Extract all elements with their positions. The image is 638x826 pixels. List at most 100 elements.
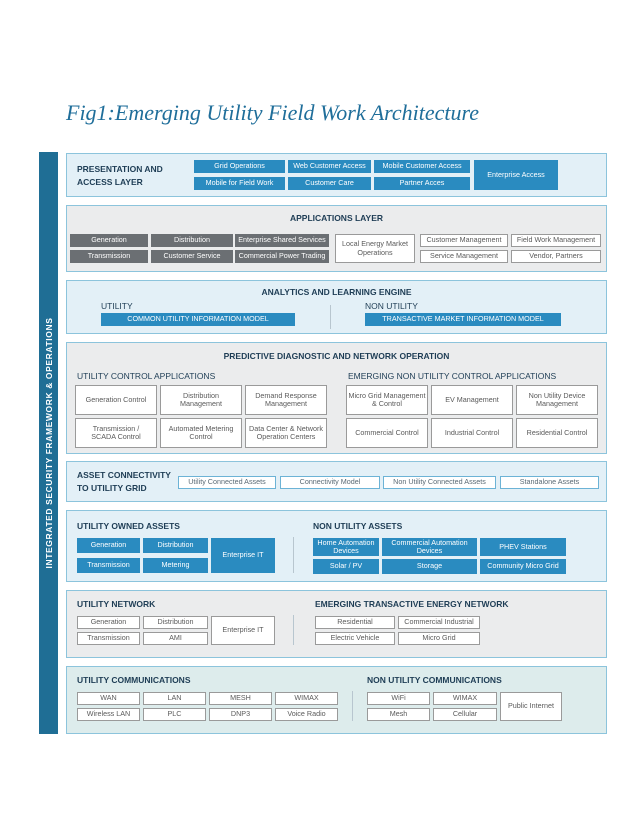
owned-metering-box: Metering [143, 558, 208, 573]
app-customer-service-box: Customer Service [151, 250, 233, 263]
residential-box: Residential [315, 616, 395, 629]
communications-panel: UTILITY COMMUNICATIONS NON UTILITY COMMU… [66, 666, 607, 734]
presentation-layer-panel: PRESENTATION AND ACCESS LAYER Grid Opera… [66, 153, 607, 197]
analytics-utility-label: UTILITY [101, 301, 133, 311]
local-energy-market-box: Local Energy Market Operations [335, 234, 415, 263]
micro-grid-management-box: Micro Grid Management & Control [346, 385, 428, 415]
data-center-box: Data Center & Network Operation Centers [245, 418, 327, 448]
grid-operations-box: Grid Operations [194, 160, 285, 173]
electric-vehicle-box: Electric Vehicle [315, 632, 395, 645]
owned-assets-panel: UTILITY OWNED ASSETS NON UTILITY ASSETS … [66, 510, 607, 582]
industrial-control-box: Industrial Control [431, 418, 513, 448]
asset-connectivity-panel: ASSET CONNECTIVITY TO UTILITY GRID Utili… [66, 461, 607, 502]
network-enterprise-it-box: Enterprise IT [211, 616, 275, 645]
security-framework-sidebar: INTEGRATED SECURITY FRAMEWORK & OPERATIO… [39, 152, 58, 734]
commercial-automation-box: Commercial Automation Devices [382, 538, 477, 556]
analytics-divider [330, 305, 331, 329]
owned-transmission-box: Transmission [77, 558, 140, 573]
network-generation-box: Generation [77, 616, 140, 629]
cellular-box: Cellular [433, 708, 497, 721]
non-utility-assets-header: NON UTILITY ASSETS [313, 521, 403, 531]
web-customer-access-box: Web Customer Access [288, 160, 371, 173]
non-utility-mesh-box: Mesh [367, 708, 430, 721]
network-distribution-box: Distribution [143, 616, 208, 629]
generation-control-box: Generation Control [75, 385, 157, 415]
transactive-market-model-box: TRANSACTIVE MARKET INFORMATION MODEL [365, 313, 561, 326]
applications-header: APPLICATIONS LAYER [289, 213, 384, 223]
service-management-box: Service Management [420, 250, 508, 263]
customer-management-box: Customer Management [420, 234, 508, 247]
non-utility-device-box: Non Utility Device Management [516, 385, 598, 415]
utility-communications-header: UTILITY COMMUNICATIONS [77, 675, 191, 685]
connectivity-model-box: Connectivity Model [280, 476, 380, 489]
non-utility-communications-header: NON UTILITY COMMUNICATIONS [367, 675, 502, 685]
ev-management-box: EV Management [431, 385, 513, 415]
mobile-field-work-box: Mobile for Field Work [194, 177, 285, 190]
residential-control-box: Residential Control [516, 418, 598, 448]
utility-control-apps-label: UTILITY CONTROL APPLICATIONS [77, 371, 216, 381]
wan-box: WAN [77, 692, 140, 705]
home-automation-box: Home Automation Devices [313, 538, 379, 556]
applications-layer-panel: APPLICATIONS LAYER Generation Distributi… [66, 205, 607, 272]
vendor-partners-box: Vendor, Partners [511, 250, 601, 263]
predictive-header: PREDICTIVE DIAGNOSTIC AND NETWORK OPERAT… [223, 351, 450, 361]
non-utility-connected-assets-box: Non Utility Connected Assets [383, 476, 496, 489]
customer-care-box: Customer Care [288, 177, 371, 190]
sidebar-label: INTEGRATED SECURITY FRAMEWORK & OPERATIO… [43, 317, 54, 569]
distribution-management-box: Distribution Management [160, 385, 242, 415]
partner-access-box: Partner Acces [374, 177, 470, 190]
community-micro-grid-box: Community Micro Grid [480, 559, 566, 574]
enterprise-shared-services-box: Enterprise Shared Services [235, 234, 329, 247]
transmission-scada-box: Transmission / SCADA Control [75, 418, 157, 448]
asset-connectivity-header-line2: TO UTILITY GRID [77, 483, 147, 493]
common-information-model-box: COMMON UTILITY INFORMATION MODEL [101, 313, 295, 326]
public-internet-box: Public Internet [500, 692, 562, 721]
network-micro-grid-box: Micro Grid [398, 632, 480, 645]
commercial-industrial-box: Commercial Industrial [398, 616, 480, 629]
mobile-customer-access-box: Mobile Customer Access [374, 160, 470, 173]
wireless-lan-box: Wireless LAN [77, 708, 140, 721]
figure-title: Fig1:Emerging Utility Field Work Archite… [66, 100, 480, 125]
dnp3-box: DNP3 [209, 708, 272, 721]
analytics-non-utility-label: NON UTILITY [365, 301, 418, 311]
demand-response-box: Demand Response Management [245, 385, 327, 415]
analytics-header: ANALYTICS AND LEARNING ENGINE [261, 287, 412, 297]
network-transmission-box: Transmission [77, 632, 140, 645]
plc-box: PLC [143, 708, 206, 721]
utility-network-header: UTILITY NETWORK [77, 599, 156, 609]
phev-stations-box: PHEV Stations [480, 538, 566, 556]
mesh-box: MESH [209, 692, 272, 705]
non-utility-wimax-box: WIMAX [433, 692, 497, 705]
standalone-assets-box: Standalone Assets [500, 476, 599, 489]
predictive-diagnostic-panel: PREDICTIVE DIAGNOSTIC AND NETWORK OPERAT… [66, 342, 607, 454]
owned-distribution-box: Distribution [143, 538, 208, 553]
presentation-header-line2: ACCESS LAYER [77, 177, 143, 187]
commercial-power-trading-box: Commercial Power Trading [235, 250, 329, 263]
app-generation-box: Generation [70, 234, 148, 247]
app-transmission-box: Transmission [70, 250, 148, 263]
lan-box: LAN [143, 692, 206, 705]
network-ami-box: AMI [143, 632, 208, 645]
field-work-management-box: Field Work Management [511, 234, 601, 247]
automated-metering-box: Automated Metering Control [160, 418, 242, 448]
wimax-box: WIMAX [275, 692, 338, 705]
non-utility-control-apps-label: EMERGING NON UTILITY CONTROL APPLICATION… [348, 371, 557, 381]
network-divider [293, 615, 294, 645]
analytics-engine-panel: ANALYTICS AND LEARNING ENGINE UTILITY NO… [66, 280, 607, 334]
owned-assets-divider [293, 537, 294, 573]
utility-owned-assets-header: UTILITY OWNED ASSETS [77, 521, 180, 531]
solar-pv-box: Solar / PV [313, 559, 379, 574]
emerging-network-header: EMERGING TRANSACTIVE ENERGY NETWORK [315, 599, 509, 609]
wifi-box: WiFi [367, 692, 430, 705]
owned-enterprise-it-box: Enterprise IT [211, 538, 275, 573]
asset-connectivity-header-line1: ASSET CONNECTIVITY [77, 470, 171, 480]
app-distribution-box: Distribution [151, 234, 233, 247]
voice-radio-box: Voice Radio [275, 708, 338, 721]
enterprise-access-box: Enterprise Access [474, 160, 558, 190]
owned-generation-box: Generation [77, 538, 140, 553]
commercial-control-box: Commercial Control [346, 418, 428, 448]
utility-network-panel: UTILITY NETWORK EMERGING TRANSACTIVE ENE… [66, 590, 607, 658]
communications-divider [352, 691, 353, 721]
utility-connected-assets-box: Utility Connected Assets [178, 476, 276, 489]
storage-box: Storage [382, 559, 477, 574]
